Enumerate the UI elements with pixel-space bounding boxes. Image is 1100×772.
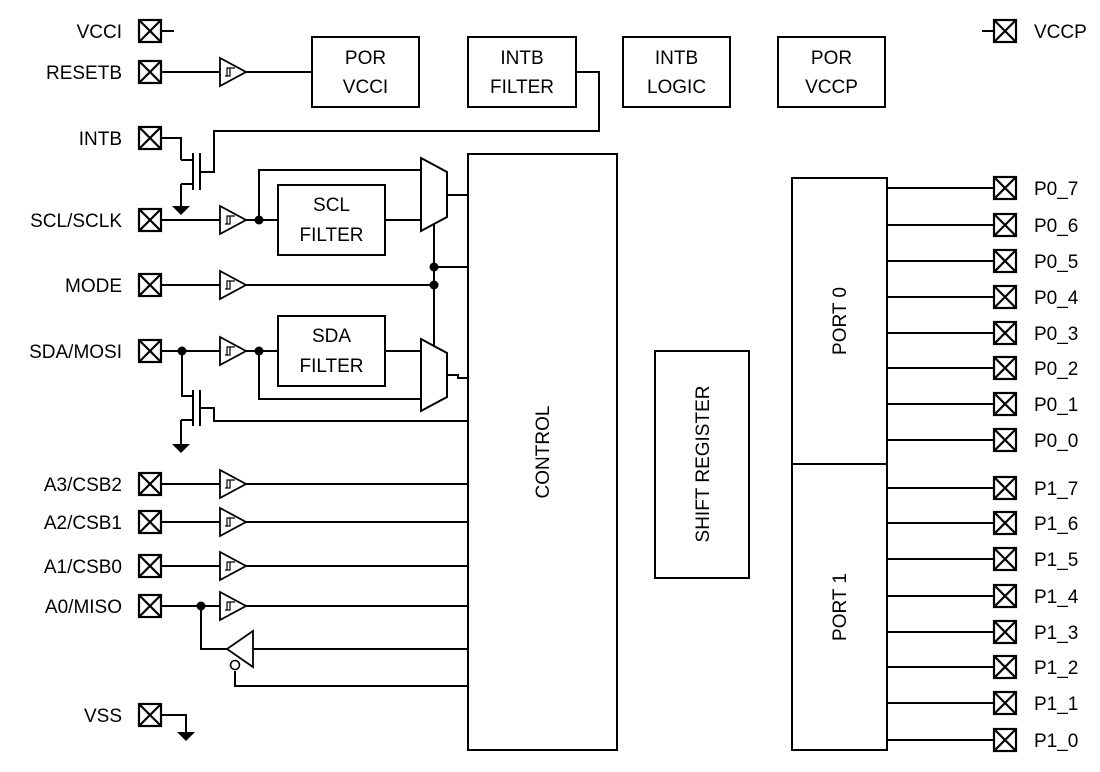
port0-pad	[992, 248, 1018, 274]
junction-dots	[177, 215, 439, 611]
vccp-pad	[992, 18, 1018, 44]
pin-label-scl: SCL/SCLK	[30, 211, 122, 232]
svg-text:CONTROL: CONTROL	[533, 406, 554, 499]
port0-pad	[992, 427, 1018, 453]
resetb-pad	[137, 59, 163, 85]
svg-text:POR: POR	[345, 48, 386, 69]
port0-pad	[992, 175, 1018, 201]
port1-pad	[992, 510, 1018, 536]
a0-pad	[137, 593, 163, 619]
resetb-buffer	[219, 57, 247, 87]
port1-pin-label: P1_6	[1034, 514, 1078, 535]
miso-output-buffer	[225, 629, 254, 669]
port1-pad	[992, 583, 1018, 609]
scl-buffer	[219, 205, 247, 235]
port-block: PORT 0 PORT 1	[791, 177, 888, 751]
svg-text:SHIFT REGISTER: SHIFT REGISTER	[693, 386, 714, 543]
port0-pad	[992, 320, 1018, 346]
port0-pad	[992, 284, 1018, 310]
port1-pad	[992, 654, 1018, 680]
pin-label-a1: A1/CSB0	[44, 557, 122, 578]
svg-text:SDA: SDA	[312, 326, 351, 347]
a3-buffer	[219, 469, 247, 499]
sda-filter-block: SDA FILTER	[277, 315, 386, 387]
port0-pin-label: P0_1	[1034, 395, 1078, 416]
scl-filter-block: SCL FILTER	[277, 184, 386, 256]
sda-buffer	[219, 336, 247, 366]
port0-pad	[992, 212, 1018, 238]
port0-pin-label: P0_4	[1034, 288, 1079, 309]
shift-register-block: SHIFT REGISTER	[654, 350, 750, 579]
port0-pad	[992, 355, 1018, 381]
port1-pad	[992, 619, 1018, 645]
svg-text:INTB: INTB	[655, 48, 698, 69]
svg-text:FILTER: FILTER	[299, 225, 363, 246]
a1-buffer	[219, 551, 247, 581]
pin-label-vcci: VCCI	[77, 22, 122, 43]
svg-text:FILTER: FILTER	[490, 77, 554, 98]
port0-label: PORT 0	[830, 287, 851, 355]
svg-text:FILTER: FILTER	[299, 356, 363, 377]
port1-pad	[992, 690, 1018, 716]
svg-text:LOGIC: LOGIC	[647, 77, 706, 98]
port1-pin-label: P1_4	[1034, 587, 1079, 608]
sda-pad	[137, 338, 163, 364]
a0-buffer	[219, 591, 247, 621]
port1-pad	[992, 727, 1018, 753]
port1-pin-label: P1_2	[1034, 658, 1078, 679]
svg-text:VCCP: VCCP	[805, 77, 858, 98]
mode-buffer	[219, 270, 247, 300]
pin-label-vccp: VCCP	[1034, 22, 1087, 43]
a3-pad	[137, 471, 163, 497]
intb-logic-block: INTB LOGIC	[622, 36, 731, 108]
port1-pin-label: P1_7	[1034, 479, 1078, 500]
left-wiring	[162, 30, 600, 732]
a1-pad	[137, 553, 163, 579]
sda-mux	[420, 337, 448, 413]
port1-pad	[992, 546, 1018, 572]
pin-label-mode: MODE	[65, 276, 122, 297]
scl-pad	[137, 207, 163, 233]
svg-text:POR: POR	[811, 48, 852, 69]
port0-pin-label: P0_2	[1034, 359, 1078, 380]
port1-pin-label: P1_3	[1034, 623, 1078, 644]
intb-pad	[137, 125, 163, 151]
pin-label-a3: A3/CSB2	[44, 475, 122, 496]
svg-text:VCCI: VCCI	[343, 77, 388, 98]
pin-label-a2: A2/CSB1	[44, 513, 122, 534]
svg-text:INTB: INTB	[500, 48, 543, 69]
port1-pin-label: P1_0	[1034, 731, 1078, 752]
port1-pin-label: P1_5	[1034, 550, 1078, 571]
port0-pin-label: P0_7	[1034, 179, 1078, 200]
port0-pin-label: P0_3	[1034, 324, 1078, 345]
pin-label-a0: A0/MISO	[45, 597, 122, 618]
pin-label-intb: INTB	[79, 129, 122, 150]
pin-label-resetb: RESETB	[46, 63, 122, 84]
port0-pin-label: P0_5	[1034, 252, 1078, 273]
scl-mux	[420, 156, 448, 233]
pin-label-sda: SDA/MOSI	[29, 342, 122, 363]
mode-pad	[137, 272, 163, 298]
svg-text:SCL: SCL	[313, 195, 350, 216]
intb-filter-block: INTB FILTER	[467, 36, 577, 108]
port1-pad	[992, 475, 1018, 501]
pin-label-vss: VSS	[84, 706, 122, 727]
port0-pad	[992, 391, 1018, 417]
port0-pin-label: P0_0	[1034, 431, 1078, 452]
por-vccp-block: POR VCCP	[777, 36, 886, 108]
control-block: CONTROL	[467, 153, 618, 751]
port1-label: PORT 1	[830, 573, 851, 641]
port0-pin-label: P0_6	[1034, 216, 1078, 237]
por-vcci-block: POR VCCI	[311, 36, 420, 108]
port-pins: P0_7P0_6P0_5P0_4P0_3P0_2P0_1P0_0P1_7P1_6…	[887, 175, 1079, 753]
port1-pin-label: P1_1	[1034, 694, 1078, 715]
vss-pad	[137, 702, 163, 728]
a2-pad	[137, 509, 163, 535]
vcci-pad	[137, 18, 163, 44]
a2-buffer	[219, 507, 247, 537]
